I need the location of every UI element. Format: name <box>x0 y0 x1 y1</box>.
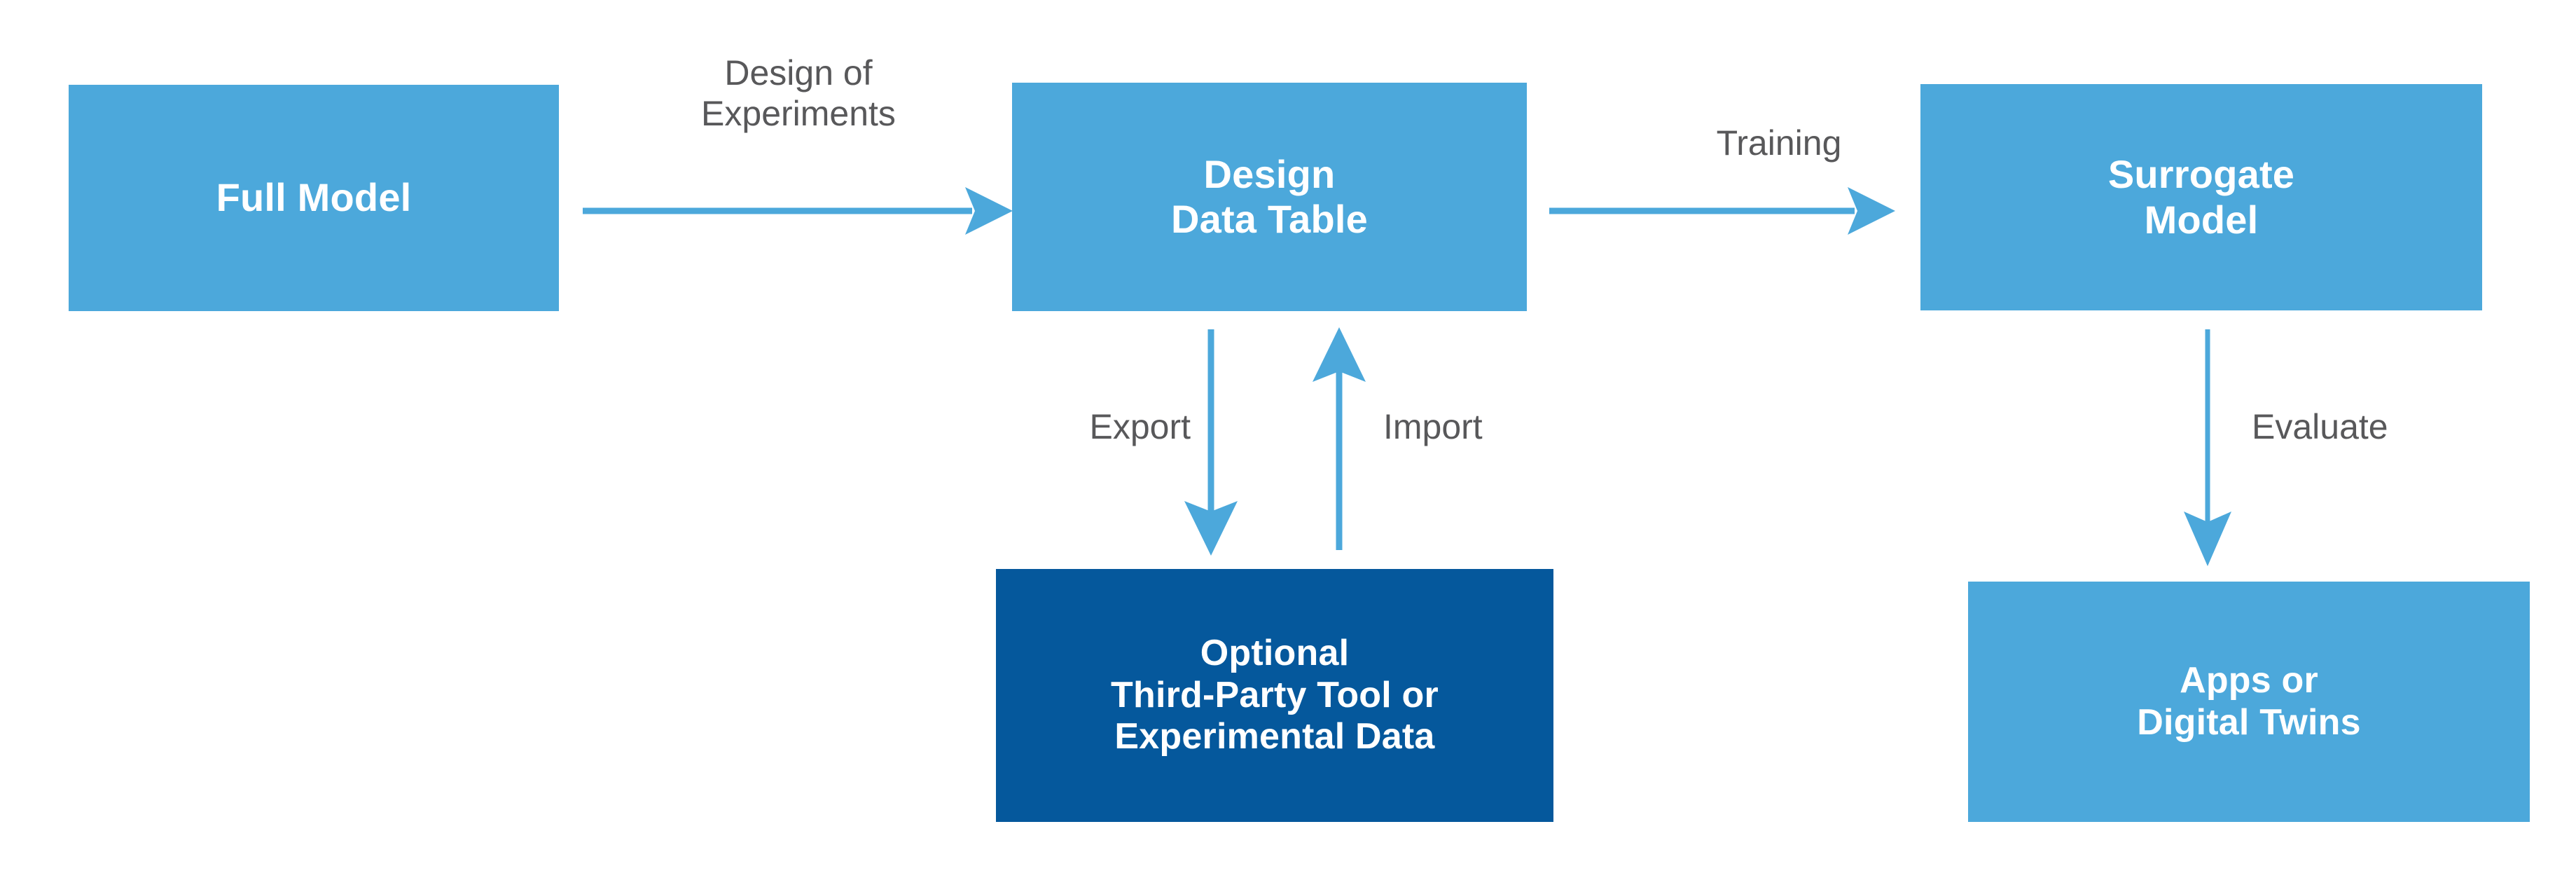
node-surrogate-model-line-2: Model <box>2144 197 2259 242</box>
edge-label-evaluate: Evaluate <box>2252 407 2388 446</box>
node-design-data-table-line-2: Data Table <box>1170 197 1369 241</box>
node-apps-or-digital-twins[interactable]: Apps or Digital Twins <box>1968 582 2530 822</box>
arrow-evaluate <box>2184 329 2231 566</box>
node-design-data-table-line-1: Design <box>1203 151 1336 196</box>
arrow-export <box>1184 329 1238 556</box>
node-apps-or-digital-twins-line-2: Digital Twins <box>2137 701 2361 743</box>
node-optional-third-party-tool-line-1: Optional <box>1200 632 1350 673</box>
node-optional-third-party-tool[interactable]: Optional Third-Party Tool or Experimenta… <box>996 569 1553 822</box>
node-optional-third-party-tool-line-3: Experimental Data <box>1114 716 1435 757</box>
edge-label-import: Import <box>1383 407 1483 446</box>
node-apps-or-digital-twins-line-1: Apps or <box>2180 659 2318 701</box>
node-full-model-line-1: Full Model <box>216 175 412 220</box>
arrow-design-of-experiments <box>583 187 1013 235</box>
arrow-training <box>1549 187 1895 235</box>
node-optional-third-party-tool-line-2: Third-Party Tool or <box>1111 674 1439 715</box>
edge-label-export: Export <box>1089 407 1191 446</box>
edge-label-design-of-experiments: Design of Experiments <box>701 53 896 133</box>
node-surrogate-model[interactable]: Surrogate Model <box>1920 84 2482 310</box>
node-design-data-table[interactable]: Design Data Table <box>1012 83 1527 311</box>
arrow-import <box>1313 327 1366 550</box>
edge-label-training: Training <box>1716 123 1842 163</box>
node-full-model[interactable]: Full Model <box>69 85 559 311</box>
node-surrogate-model-line-1: Surrogate <box>2107 152 2295 197</box>
